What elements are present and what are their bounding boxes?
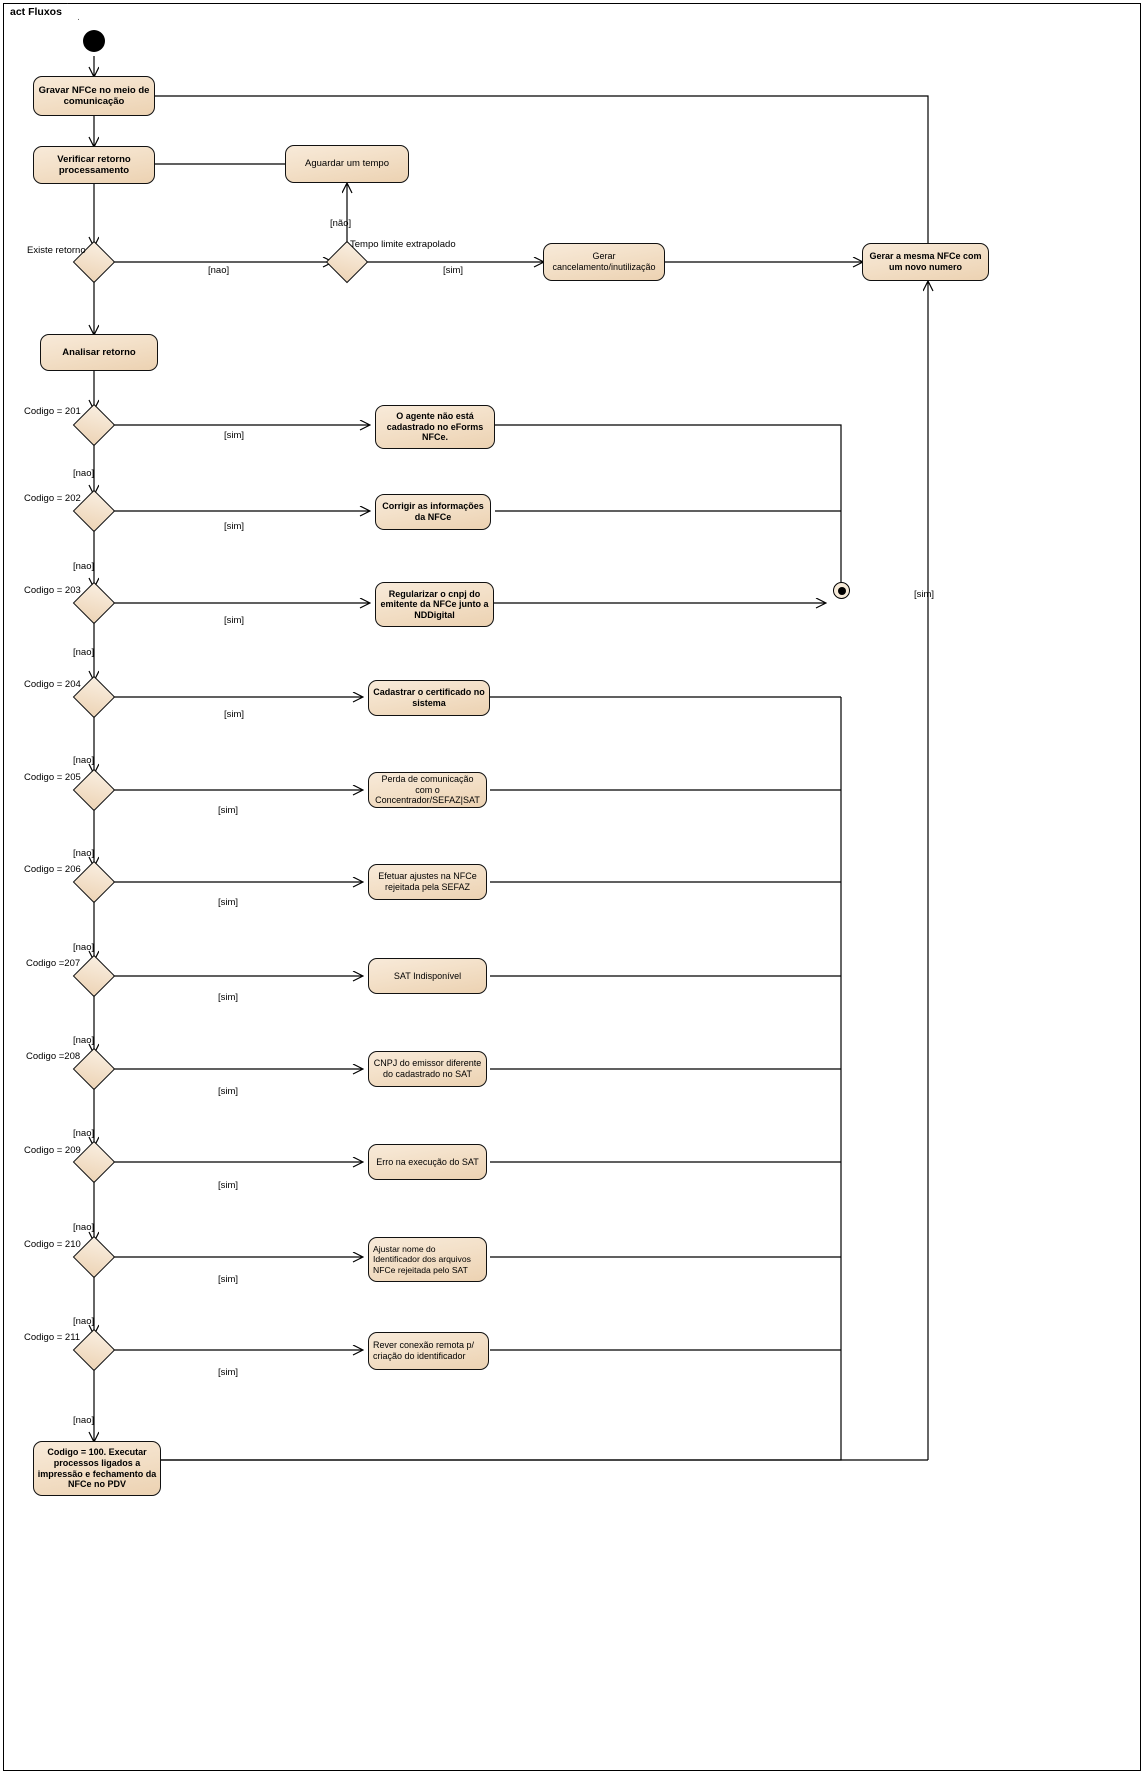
diagram-frame <box>3 3 1141 1771</box>
edge-label-206-nao: [nao] <box>73 942 95 953</box>
decision-label-203: Codigo = 203 <box>24 585 81 596</box>
edge-label-existe-nao: [nao] <box>208 265 230 276</box>
edge-label-201-sim: [sim] <box>224 430 245 441</box>
edge-label-208-nao: [nao] <box>73 1128 95 1139</box>
action-210[interactable]: Ajustar nome do Identificador dos arquiv… <box>368 1237 487 1282</box>
action-100[interactable]: Codigo = 100. Executar processos ligados… <box>33 1441 161 1496</box>
edge-label-211-nao: [nao] <box>73 1415 95 1426</box>
frame-title-tab: act Fluxos <box>3 3 79 20</box>
edge-label-206-sim: [sim] <box>218 897 239 908</box>
edge-label-tempo-nao: [não] <box>330 218 352 229</box>
activity-final-node <box>833 582 850 599</box>
action-205[interactable]: Perda de comunicação com o Concentrador/… <box>368 772 487 808</box>
edge-label-204-sim: [sim] <box>224 709 245 720</box>
edge-label-203-nao: [nao] <box>73 647 95 658</box>
action-202[interactable]: Corrigir as informações da NFCe <box>375 494 491 530</box>
edge-label-209-sim: [sim] <box>218 1180 239 1191</box>
initial-node <box>83 30 105 52</box>
activity-final-dot <box>837 586 846 595</box>
action-gerar-cancelamento[interactable]: Gerar cancelamento/inutilização <box>543 243 665 281</box>
edge-label-202-nao: [nao] <box>73 561 95 572</box>
action-206[interactable]: Efetuar ajustes na NFCe rejeitada pela S… <box>368 864 487 900</box>
edge-label-208-sim: [sim] <box>218 1086 239 1097</box>
decision-label-210: Codigo = 210 <box>24 1239 81 1250</box>
edge-label-209-nao: [nao] <box>73 1222 95 1233</box>
edge-label-201-nao: [nao] <box>73 468 95 479</box>
edge-label-204-nao: [nao] <box>73 755 95 766</box>
edge-label-tempo-sim: [sim] <box>443 265 464 276</box>
action-201[interactable]: O agente não está cadastrado no eForms N… <box>375 405 495 449</box>
action-207[interactable]: SAT Indisponível <box>368 958 487 994</box>
decision-label-209: Codigo = 209 <box>24 1145 81 1156</box>
decision-label-208: Codigo =208 <box>26 1051 81 1062</box>
edge-label-202-sim: [sim] <box>224 521 245 532</box>
edge-label-211-sim: [sim] <box>218 1367 239 1378</box>
decision-label-204: Codigo = 204 <box>24 679 81 690</box>
action-211[interactable]: Rever conexão remota p/ criação do ident… <box>368 1332 489 1370</box>
action-208[interactable]: CNPJ do emissor diferente do cadastrado … <box>368 1051 487 1087</box>
action-204[interactable]: Cadastrar o certificado no sistema <box>368 680 490 716</box>
decision-label-202: Codigo = 202 <box>24 493 81 504</box>
action-gerar-mesma-nfce[interactable]: Gerar a mesma NFCe com um novo numero <box>862 243 989 281</box>
decision-label-207: Codigo =207 <box>26 958 81 969</box>
edge-label-205-sim: [sim] <box>218 805 239 816</box>
decision-label-211: Codigo = 211 <box>24 1332 81 1343</box>
edge-label-210-nao: [nao] <box>73 1316 95 1327</box>
action-verificar[interactable]: Verificar retorno processamento <box>33 146 155 184</box>
edge-label-return-sim: [sim] <box>914 589 935 600</box>
edge-label-207-sim: [sim] <box>218 992 239 1003</box>
edge-label-207-nao: [nao] <box>73 1035 95 1046</box>
decision-label-206: Codigo = 206 <box>24 864 81 875</box>
action-analisar-retorno[interactable]: Analisar retorno <box>40 334 158 371</box>
edge-label-205-nao: [nao] <box>73 848 95 859</box>
edge-label-203-sim: [sim] <box>224 615 245 626</box>
action-203[interactable]: Regularizar o cnpj do emitente da NFCe j… <box>375 582 494 627</box>
action-aguardar[interactable]: Aguardar um tempo <box>285 145 409 183</box>
edge-label-210-sim: [sim] <box>218 1274 239 1285</box>
action-209[interactable]: Erro na execução do SAT <box>368 1144 487 1180</box>
decision-label-existe-retorno: Existe retorno <box>27 245 86 256</box>
decision-label-205: Codigo = 205 <box>24 772 81 783</box>
decision-label-tempo-limite: Tempo limite extrapolado <box>350 239 456 250</box>
action-gravar[interactable]: Gravar NFCe no meio de comunicação <box>33 76 155 116</box>
decision-label-201: Codigo = 201 <box>24 406 81 417</box>
